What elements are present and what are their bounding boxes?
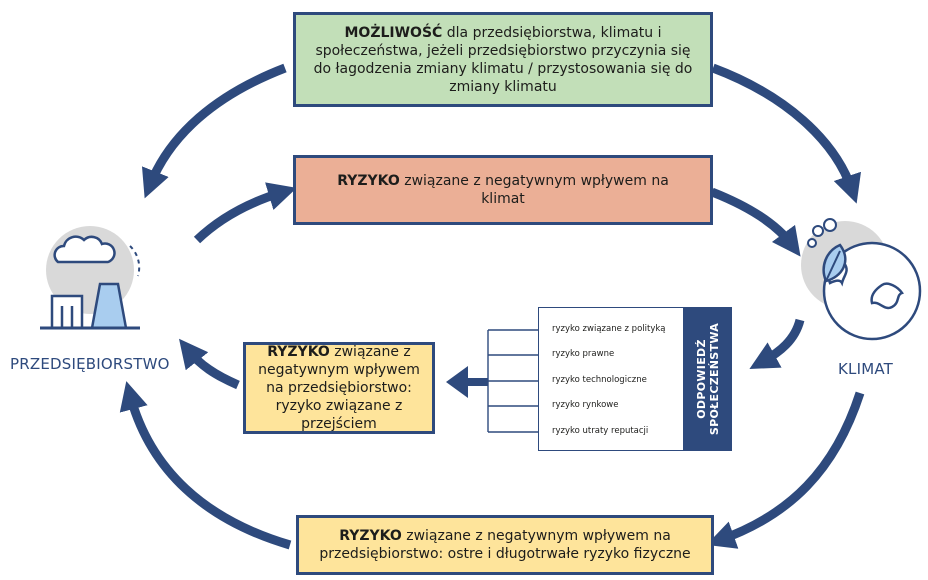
response-title-line1: ODPOWIEDŹ — [695, 339, 709, 419]
risk-physical-bold: RYZYKO — [339, 528, 402, 544]
risk-item-reputation: ryzyko utraty reputacji — [552, 426, 649, 436]
risk-item-market: ryzyko rynkowe — [552, 400, 619, 410]
opportunity-box: MOŻLIWOŚĆ dla przedsiębiorstwa, klimatu … — [293, 12, 713, 107]
risk-climate-box: RYZYKO związane z negatywnym wpływem na … — [293, 155, 713, 225]
arrow-climate-to-physical — [706, 391, 865, 549]
factory-icon — [40, 226, 141, 330]
arrow-transition-to-company — [179, 338, 240, 390]
risk-transition-bold: RYZYKO — [267, 344, 330, 360]
arrow-company-to-risk-climate — [193, 182, 297, 244]
risk-physical-text: związane z negatywnym wpływem na przedsi… — [319, 528, 691, 562]
risk-physical-box: RYZYKO związane z negatywnym wpływem na … — [296, 515, 714, 575]
arrow-climate-to-response — [749, 318, 805, 369]
risk-item-technology: ryzyko technologiczne — [552, 375, 647, 385]
arrow-risk-climate-to-climate — [710, 187, 801, 257]
arrow-physical-to-company — [119, 381, 292, 550]
opportunity-text: dla przedsiębiorstwa, klimatu i społecze… — [313, 24, 693, 95]
arrow-opportunity-to-climate — [711, 63, 861, 204]
risk-climate-bold: RYZYKO — [337, 173, 400, 189]
response-title-bar: ODPOWIEDŹ SPOŁECZEŃSTWA — [684, 307, 732, 451]
response-panel — [538, 307, 684, 451]
company-label: PRZEDSIĘBIORSTWO — [10, 355, 170, 373]
risk-item-legal: ryzyko prawne — [552, 349, 615, 359]
response-title-line2: SPOŁECZEŃSTWA — [708, 322, 722, 436]
arrow-opportunity-to-company — [141, 63, 287, 199]
climate-label: KLIMAT — [838, 360, 894, 378]
globe-leaf-icon — [801, 218, 922, 341]
risk-transition-box: RYZYKO związane z negatywnym wpływem na … — [243, 342, 435, 434]
risk-climate-text: związane z negatywnym wpływem na klimat — [399, 173, 669, 207]
risk-transition-text: związane z negatywnym wpływem na przedsi… — [258, 344, 420, 432]
opportunity-bold: MOŻLIWOŚĆ — [344, 24, 443, 41]
risk-item-policy: ryzyko związane z polityką — [552, 324, 666, 334]
arrow-response-to-transition — [446, 366, 488, 398]
